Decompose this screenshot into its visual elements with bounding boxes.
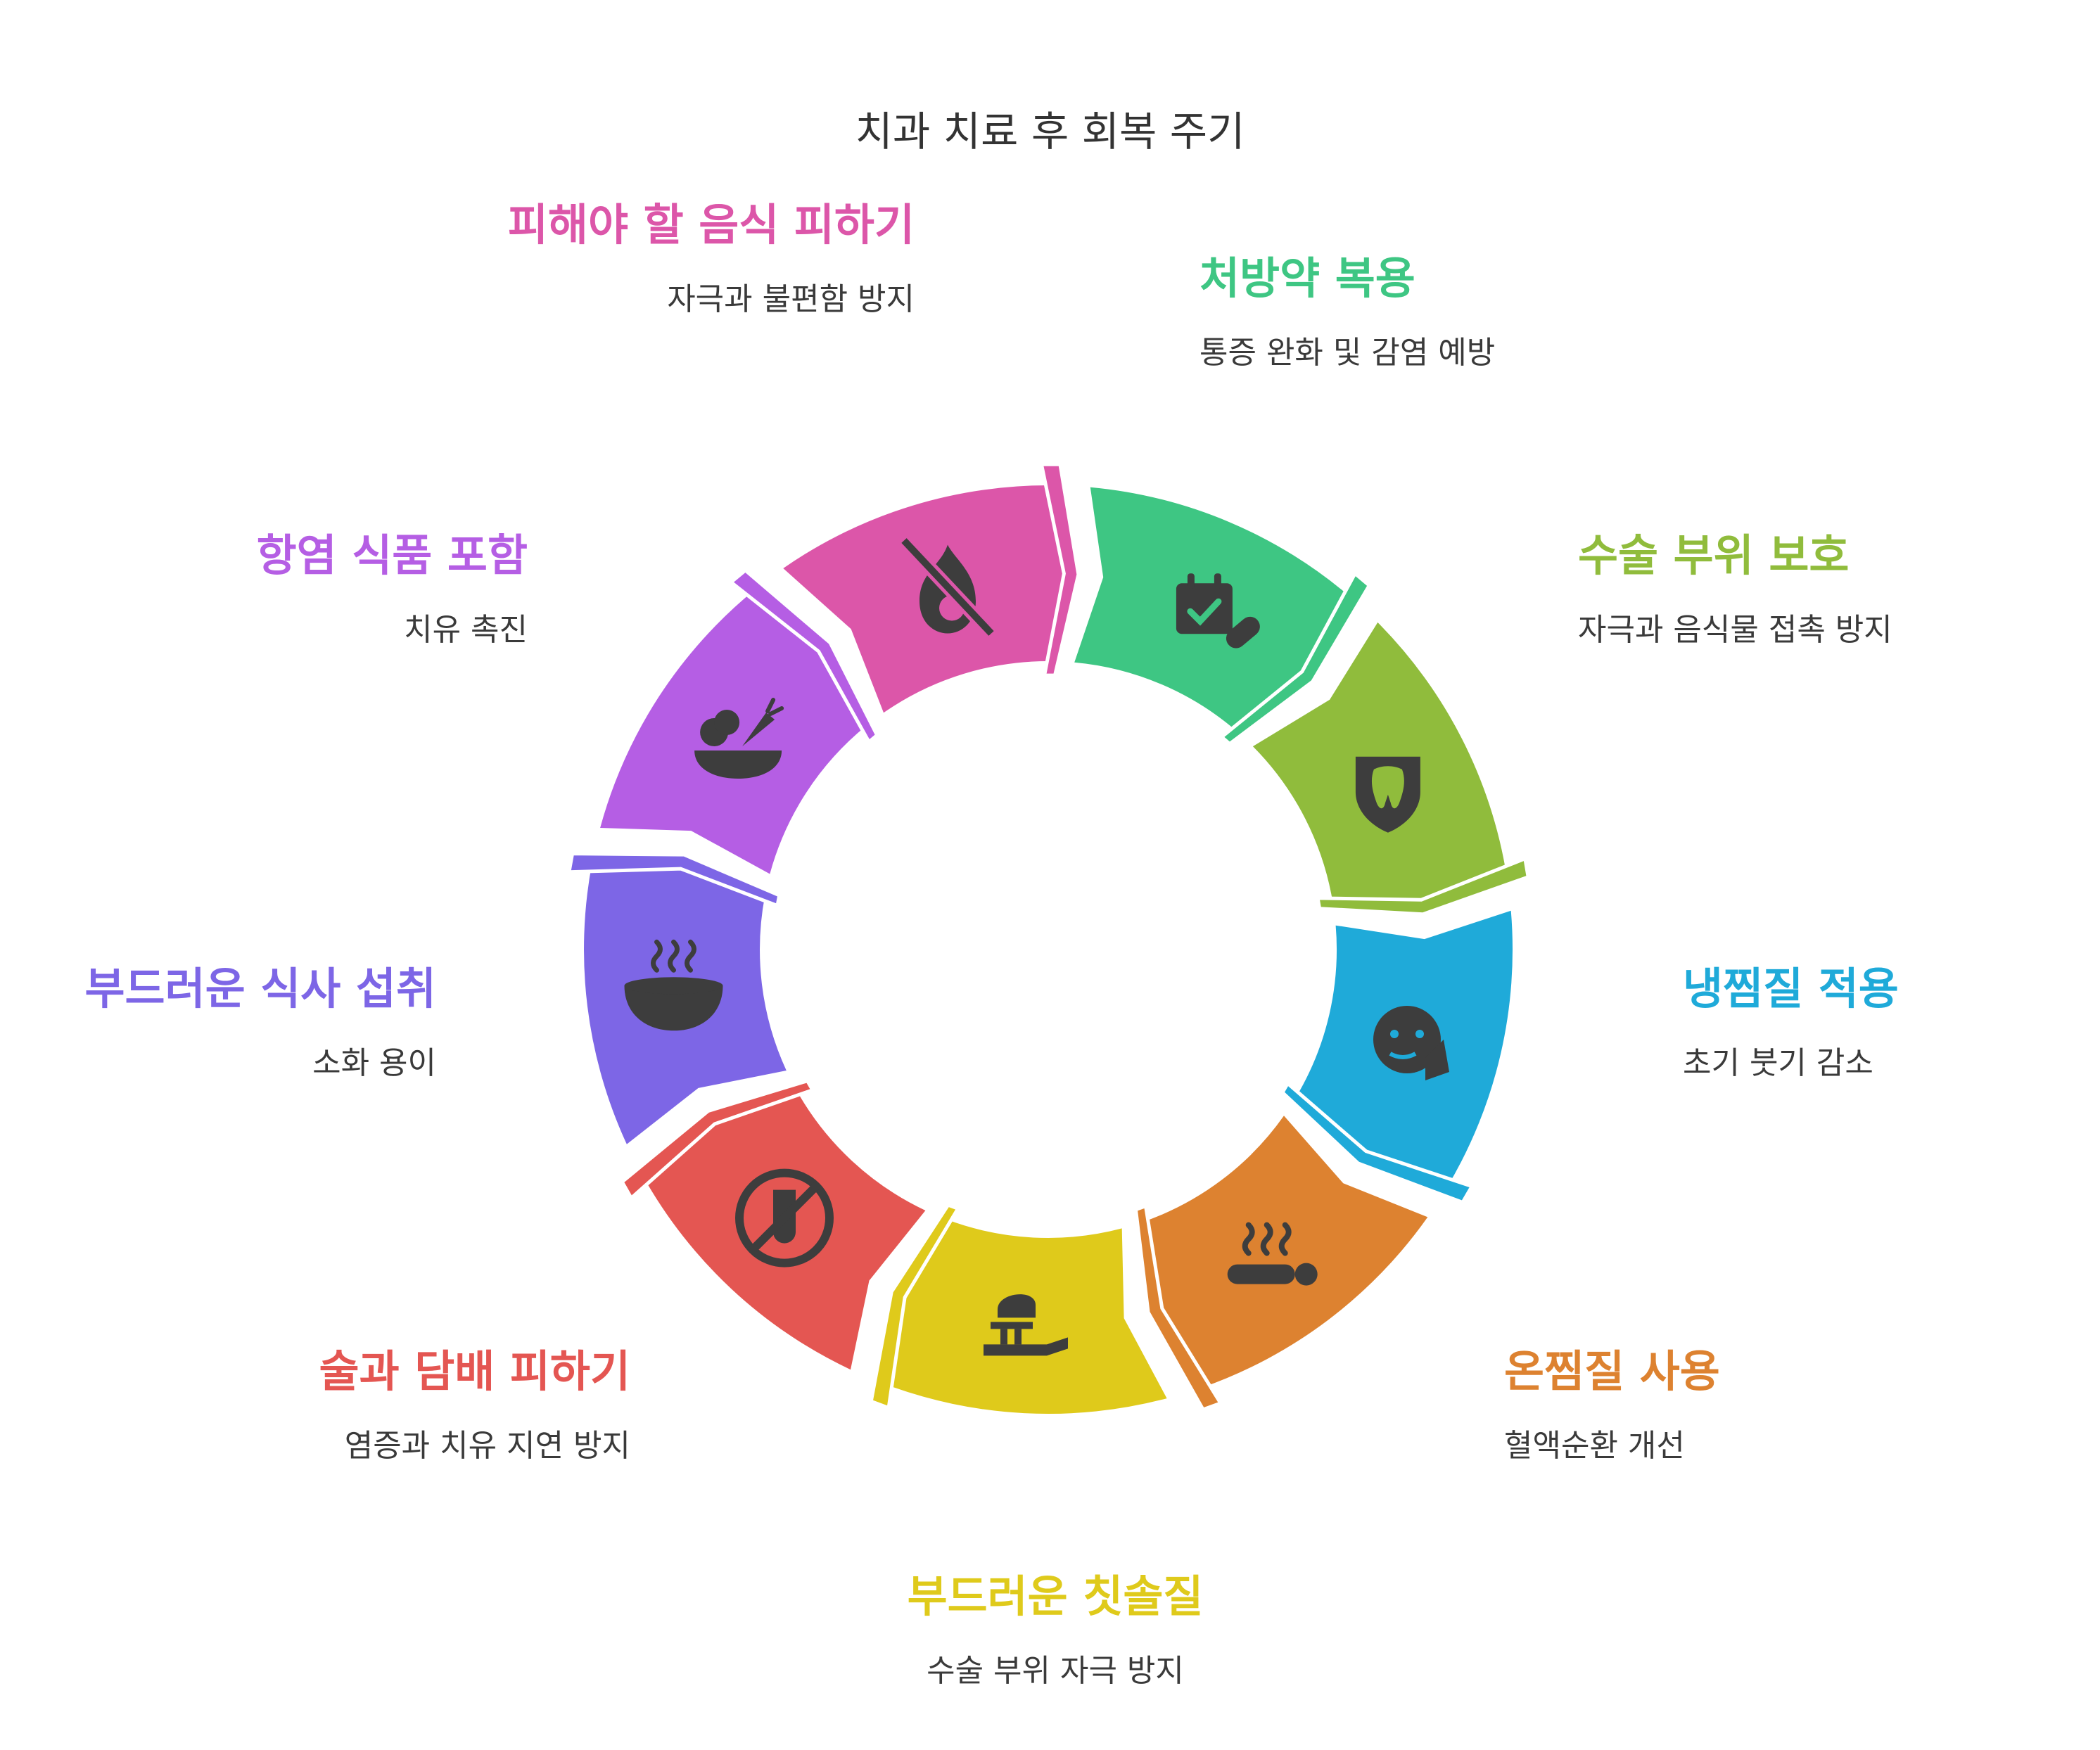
hot-pack-icon (1227, 1222, 1318, 1286)
step-desc: 자극과 음식물 접촉 방지 (1578, 612, 1892, 648)
ring-connector-tab (869, 1203, 961, 1411)
step-label: 피해야 할 음식 피하기 (507, 199, 915, 250)
ring-connector-tab (1133, 1203, 1223, 1412)
step-gentle-brushing: 부드러운 칫솔질 수술 부위 자극 방지 (837, 1570, 1273, 1691)
page-title: 치과 치료 후 회복 주기 (855, 108, 1245, 155)
step-avoid-foods: 피해야 할 음식 피하기 자극과 불편함 방지 (478, 198, 915, 319)
ring-connector-tab (1280, 1080, 1475, 1205)
ring-connector-tab (1039, 462, 1081, 677)
step-prescription: 처방약 복용 통증 완화 및 감염 예방 (1199, 252, 1636, 373)
cycle-ring (566, 462, 1531, 1414)
step-warm-compress: 온찜질 사용 혈액순환 개선 (1504, 1345, 1940, 1466)
ring-connector-tab (1316, 856, 1531, 916)
step-avoid-alcohol-smoking: 술과 담배 피하기 염증과 치유 지연 방지 (194, 1345, 630, 1466)
cycle-icons (624, 535, 1449, 1356)
step-desc: 치유 촉진 (404, 612, 528, 648)
step-desc: 초기 붓기 감소 (1683, 1045, 1873, 1081)
step-label: 온찜질 사용 (1504, 1346, 1720, 1397)
step-label: 처방약 복용 (1199, 253, 1415, 304)
step-desc: 자극과 불편함 방지 (667, 281, 915, 317)
step-label: 항염 식품 포함 (256, 530, 528, 581)
step-cold-compress: 냉찜질 적용 초기 붓기 감소 (1683, 962, 2100, 1083)
no-spicy-icon (898, 535, 997, 639)
step-label: 부드러운 식사 섭취 (84, 963, 437, 1014)
no-drinks-icon (735, 1168, 834, 1267)
step-protect-site: 수술 부위 보호 자극과 음식물 접촉 방지 (1578, 529, 2014, 650)
calendar-pill-icon (1176, 573, 1260, 649)
step-soft-food: 부드러운 식사 섭취 소화 용이 (0, 962, 437, 1083)
step-label: 냉찜질 적용 (1683, 963, 1899, 1014)
veggie-bowl-icon (694, 698, 784, 779)
ring-connector-tab (619, 1078, 815, 1201)
step-desc: 통증 완화 및 감염 예방 (1199, 335, 1496, 371)
step-desc: 소화 용이 (312, 1045, 436, 1081)
step-anti-inflammatory-food: 항염 식품 포함 치유 촉진 (91, 529, 528, 650)
step-label: 술과 담배 피하기 (319, 1346, 630, 1397)
cold-face-icon (1373, 1006, 1449, 1080)
ring-connector-tab (1218, 570, 1372, 746)
step-desc: 혈액순환 개선 (1504, 1428, 1685, 1464)
step-desc: 수술 부위 자극 방지 (927, 1653, 1184, 1689)
ring-connector-tab (566, 852, 782, 909)
step-label: 부드러운 칫솔질 (907, 1571, 1204, 1622)
tooth-shield-icon (1355, 756, 1420, 833)
toothbrush-icon (984, 1294, 1068, 1356)
step-label: 수술 부위 보호 (1578, 530, 1850, 581)
soup-bowl-icon (624, 939, 723, 1031)
ring-connector-tab (728, 568, 879, 745)
step-desc: 염증과 치유 지연 방지 (344, 1428, 630, 1464)
